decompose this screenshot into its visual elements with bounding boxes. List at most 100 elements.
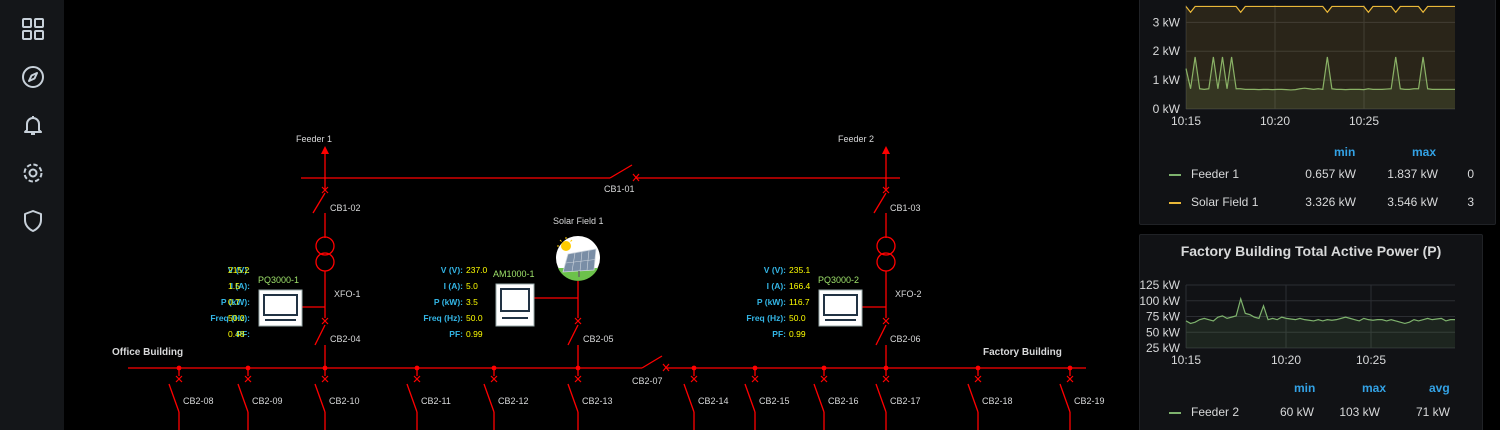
reading-label: PF: [449,329,463,339]
reading-value: 50.0 [228,313,245,323]
reading-value: 1.5 [228,281,240,291]
breaker-cb2-15[interactable] [744,365,759,430]
xfo-2-label: XFO-2 [895,289,922,299]
breaker-cb2-13[interactable] [567,365,582,430]
y-tick-label: 75 kW [1146,310,1181,324]
breaker-cb2-12[interactable] [483,365,498,430]
breaker-cb2-18[interactable] [967,365,982,430]
meter-name: PQ3000-2 [818,275,859,285]
dashboards-grid-icon[interactable] [20,16,46,42]
configuration-gear-icon[interactable] [20,160,46,186]
reading-value: 235.1 [789,265,811,275]
breaker-cb2-17[interactable] [875,365,890,430]
cb2-04-label: CB2-04 [330,334,361,344]
legend-min-header[interactable]: min [1334,145,1356,159]
legend-item-feeder-1[interactable]: Feeder 1 [1169,167,1239,181]
reading-value: 0.99 [789,329,806,339]
reading-value: 0.48 [228,329,245,339]
series-color-swatch [1169,201,1181,204]
reading-label: P (kW): [434,297,463,307]
breaker-cb2-10[interactable] [314,365,329,430]
cb2-05-label: CB2-05 [583,334,614,344]
reading-label: I (A): [231,281,251,291]
feeder-1-label: Feeder 1 [296,134,332,144]
reading-value: 215.2 [228,265,250,275]
panel-title[interactable]: Factory Building Total Active Power (P) [1180,243,1442,259]
alerting-bell-icon[interactable] [20,112,46,138]
solar-panel-icon [556,236,600,281]
legend-item-solar-field-1[interactable]: Solar Field 1 [1169,195,1258,209]
series-area-feeder-2 [1186,298,1455,348]
reading-value: 166.4 [789,281,811,291]
cb1-01-label: CB1-01 [604,184,635,194]
breaker-cb2-14[interactable] [683,365,698,430]
server-admin-shield-icon[interactable] [20,208,46,234]
breaker-cb2-19[interactable] [1059,365,1074,430]
legend-max-value: 103 kW [1339,405,1380,419]
cb2-12-label: CB2-12 [498,396,529,406]
legend-max-header[interactable]: max [1362,381,1387,395]
breaker-cb1-01[interactable] [632,173,640,182]
x-tick-label: 10:25 [1356,353,1386,367]
xfo-1-label: XFO-1 [334,289,361,299]
cb1-02-label: CB1-02 [330,203,361,213]
explore-compass-icon[interactable] [20,64,46,90]
breaker-cb2-09[interactable] [237,365,252,430]
breaker-cb2-11[interactable] [406,365,421,430]
x-tick-label: 10:20 [1271,353,1301,367]
office-building-label: Office Building [112,347,183,358]
reading-label: V (V): [441,265,463,275]
meter-am1000-1[interactable] [495,283,535,327]
y-tick-label: 0 kW [1153,102,1181,116]
cb2-10-label: CB2-10 [329,396,360,406]
reading-label: V (V): [228,265,250,275]
legend-avg-header[interactable]: avg [1429,381,1450,395]
series-line-feeder-2 [1185,296,1455,325]
reading-label: V (V): [764,265,786,275]
breaker-cb2-07[interactable] [662,363,670,372]
y-tick-label: 125 kW [1140,278,1181,292]
cb2-13-label: CB2-13 [582,396,613,406]
breaker-cb2-08[interactable] [168,365,183,430]
cb2-08-label: CB2-08 [183,396,214,406]
legend-max-header[interactable]: max [1412,145,1437,159]
breaker-cb2-16[interactable] [813,365,828,430]
series-area-solar-field-1 [1186,6,1455,110]
cb2-16-label: CB2-16 [828,396,859,406]
meter-name: AM1000-1 [493,269,535,279]
legend-item-feeder-2[interactable]: Feeder 2 [1169,405,1239,419]
series-color-swatch [1169,173,1181,176]
reading-value: 50.0 [789,313,806,323]
y-tick-label: 2 kW [1153,44,1181,58]
factory-building-label: Factory Building [983,347,1062,358]
legend-min-header[interactable]: min [1294,381,1316,395]
legend-min-value: 3.326 kW [1305,195,1356,209]
meter-pq3000-2[interactable] [818,289,863,327]
series-line-feeder-1 [1185,56,1455,91]
x-tick-label: 10:15 [1171,114,1201,128]
x-tick-label: 10:20 [1260,114,1290,128]
reading-label: I (A): [767,281,787,291]
factory-power-panel: Factory Building Total Active Power (P) … [1139,234,1483,430]
cb2-06-label: CB2-06 [890,334,921,344]
meter-pq3000-1[interactable] [258,289,303,327]
solar-field-label: Solar Field 1 [553,216,604,226]
cb2-17-label: CB2-17 [890,396,921,406]
reading-value: 3.5 [466,297,478,307]
legend-extra-value: 0 [1467,167,1474,181]
cb2-15-label: CB2-15 [759,396,790,406]
cb2-11-label: CB2-11 [421,396,451,406]
reading-value: 116.7 [789,297,810,307]
x-tick-label: 10:15 [1171,353,1201,367]
meter-name: PQ3000-1 [258,275,299,285]
cb2-09-label: CB2-09 [252,396,283,406]
reading-label: P (kW): [757,297,786,307]
cb2-19-label: CB2-19 [1074,396,1105,406]
x-tick-label: 10:25 [1349,114,1379,128]
reading-value: 50.0 [466,313,483,323]
y-tick-label: 25 kW [1146,341,1181,355]
reading-label: Freq (Hz): [423,313,463,323]
y-tick-label: 50 kW [1146,325,1181,339]
